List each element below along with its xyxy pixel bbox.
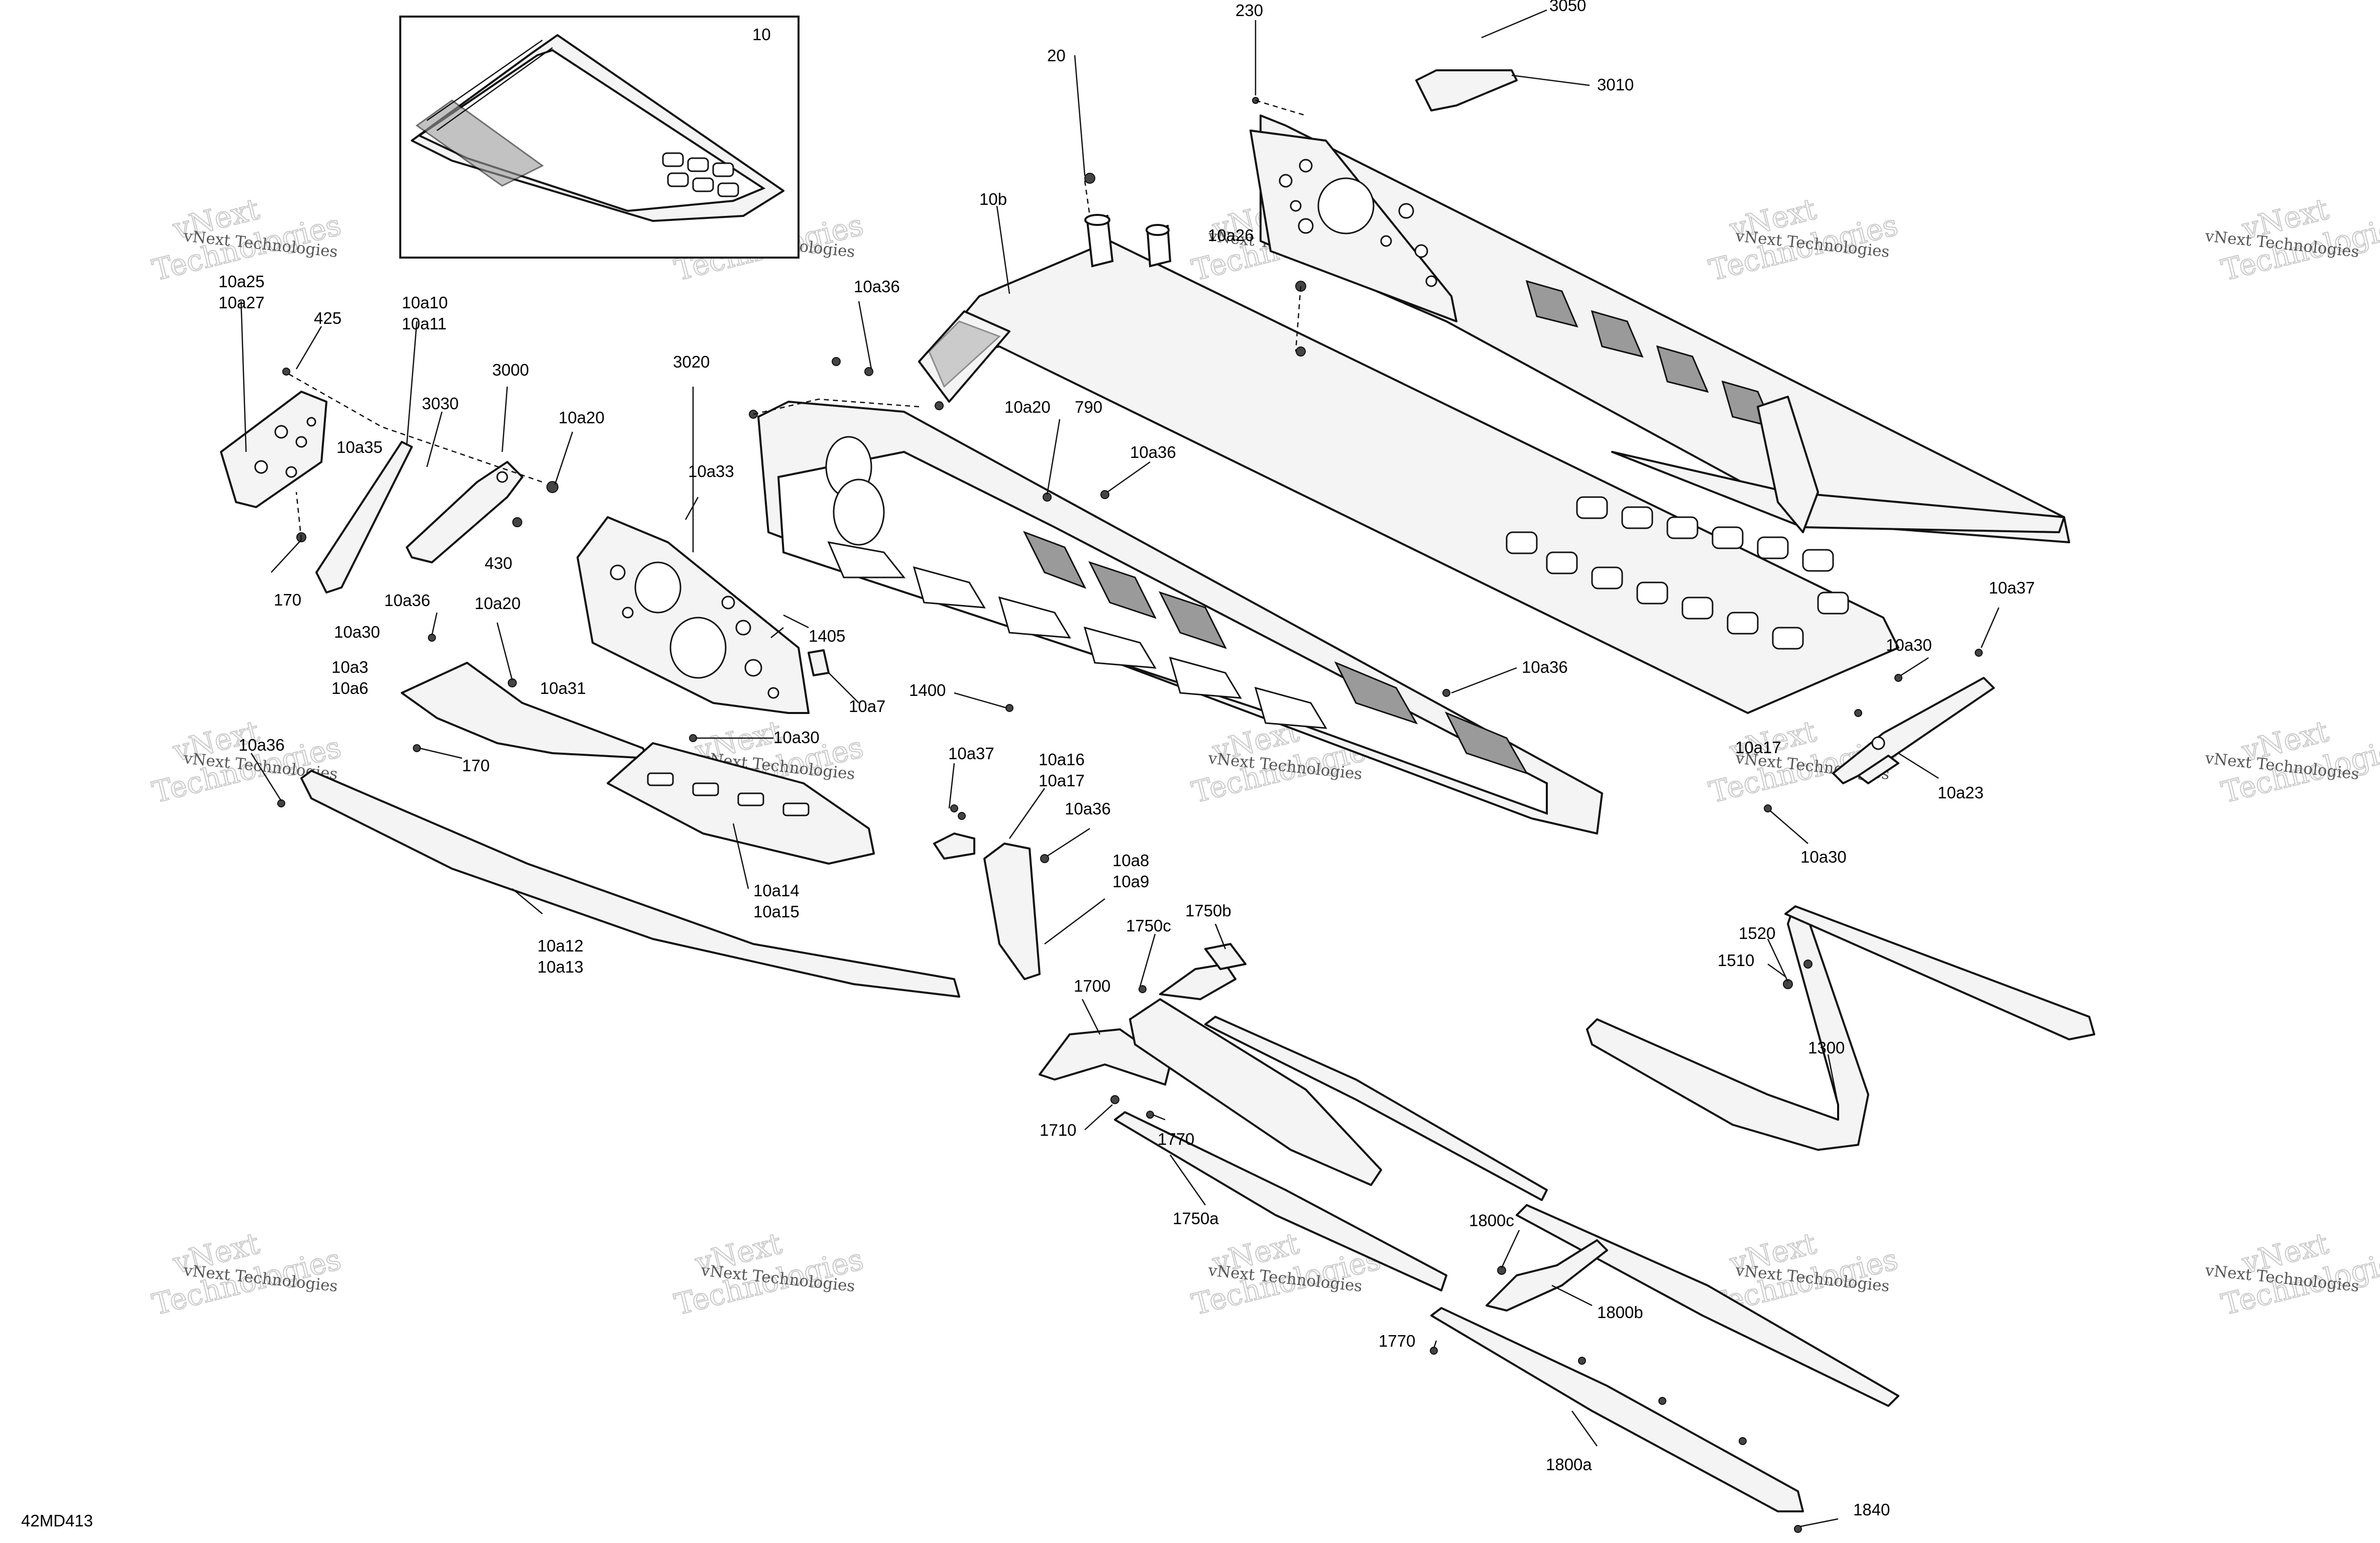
part-label: 10a20 — [1004, 398, 1051, 416]
part-label: 10a36 — [854, 277, 900, 296]
bracket-3010[interactable] — [1415, 69, 1518, 111]
part-label: 10a36 — [384, 591, 430, 610]
part-label: 425 — [314, 309, 342, 327]
part-label: 1800c — [1469, 1211, 1514, 1230]
part-label: 10a17 — [1735, 738, 1781, 757]
part-label: 3000 — [492, 361, 529, 379]
part-label: 20 — [1047, 46, 1066, 65]
part-label: 10a31 — [540, 679, 586, 697]
part-label: 10a35 — [336, 438, 383, 456]
part-label: 10a26 — [1208, 226, 1254, 245]
part-label: 1800a — [1546, 1455, 1592, 1474]
tunnel-main[interactable] — [757, 114, 2070, 835]
part-label: 3010 — [1597, 75, 1634, 94]
part-label: 10a25 — [218, 272, 265, 291]
part-label: 10a33 — [688, 462, 734, 481]
part-label: 10a30 — [1800, 848, 1847, 866]
part-label: 10a17 — [1039, 771, 1085, 790]
inset-assembly-10[interactable]: 10 — [399, 16, 800, 259]
rail-10a12[interactable] — [300, 770, 960, 998]
bar-10a10[interactable] — [315, 441, 413, 594]
part-label: 1770 — [1158, 1130, 1194, 1148]
rail-1800b[interactable] — [1516, 1204, 1899, 1407]
part-label: 10a10 — [402, 293, 448, 312]
part-label: 10a11 — [402, 314, 446, 333]
part-label: 10a30 — [773, 728, 820, 747]
part-label: 10a37 — [948, 744, 994, 763]
part-label: 10a20 — [558, 408, 605, 427]
part-label: 10a14 — [753, 881, 800, 900]
bracket-10a16[interactable] — [933, 833, 975, 860]
bracket-10a8[interactable] — [983, 843, 1041, 980]
part-label: 10a23 — [1938, 783, 1984, 802]
bracket-10a23[interactable] — [1832, 677, 1995, 784]
part-label: 10a15 — [753, 902, 800, 921]
part-label: 3030 — [422, 394, 459, 413]
part-label: 3020 — [673, 352, 710, 371]
rail-1750a[interactable] — [1114, 1111, 1447, 1291]
part-label: 3050 — [1549, 0, 1586, 15]
support-10a14[interactable] — [607, 742, 875, 865]
part-label: 1750a — [1173, 1209, 1219, 1228]
part-label: 1750b — [1185, 901, 1231, 920]
leader-lines — [240, 9, 2000, 1527]
part-label: 10a3 — [331, 658, 368, 676]
rail-1800a[interactable] — [1430, 1307, 1804, 1512]
part-label: 10a37 — [1989, 578, 2035, 597]
part-label: 10a9 — [1112, 872, 1149, 891]
part-label: 1405 — [809, 627, 845, 645]
part-label: 10a20 — [475, 594, 521, 613]
part-label: 430 — [485, 554, 512, 572]
part-label: 1300 — [1808, 1038, 1845, 1057]
part-labels: 10b 10a26 20 230 3050 3010 10a25 10a27 4… — [218, 0, 2035, 1519]
part-label: 10 — [752, 25, 771, 44]
bracket-1750c[interactable] — [1159, 943, 1246, 1000]
part-label: 10b — [979, 190, 1007, 208]
part-label: 10a13 — [537, 958, 584, 976]
bracket-10a7[interactable] — [808, 649, 830, 676]
part-label: 1800b — [1597, 1303, 1643, 1322]
plate-10a33[interactable] — [577, 516, 810, 714]
part-label: 1520 — [1739, 924, 1775, 942]
bracket-10a25[interactable] — [220, 391, 327, 508]
part-label: 1510 — [1718, 951, 1754, 970]
part-label: 10a36 — [1522, 658, 1568, 676]
part-label: 170 — [274, 590, 301, 609]
part-label: 10a12 — [537, 936, 584, 955]
rail-1750b[interactable] — [1129, 998, 1382, 1186]
part-label: 10a36 — [1130, 443, 1176, 461]
part-label: 10a30 — [1886, 636, 1932, 654]
part-label: 10a8 — [1112, 851, 1149, 870]
diagram-code: 42MD413 — [21, 1511, 93, 1530]
part-label: 10a16 — [1039, 750, 1085, 769]
part-label: 10a7 — [849, 697, 885, 716]
bracket-1800c[interactable] — [1486, 1239, 1608, 1312]
part-label: 10a36 — [239, 736, 285, 754]
part-label: 230 — [1235, 1, 1263, 20]
part-label: 1770 — [1379, 1332, 1415, 1350]
rail-1750c-long[interactable] — [1204, 1016, 1548, 1201]
part-label: 10a36 — [1065, 799, 1111, 818]
part-label: 170 — [462, 756, 490, 775]
bracket-3030[interactable] — [406, 461, 523, 563]
part-label: 10a27 — [218, 293, 265, 312]
part-label: 1400 — [909, 681, 946, 699]
part-label: 10a6 — [331, 679, 368, 697]
part-label: 1710 — [1040, 1121, 1076, 1139]
bumper-1300[interactable] — [1586, 905, 2095, 1151]
part-label: 10a30 — [334, 623, 380, 641]
fastener-set — [277, 97, 1983, 1533]
footrest-10a3[interactable] — [401, 662, 649, 759]
part-label: 790 — [1075, 398, 1102, 416]
part-label: 1700 — [1074, 977, 1110, 995]
part-label: 1840 — [1853, 1500, 1890, 1519]
part-label: 1750c — [1126, 916, 1171, 935]
